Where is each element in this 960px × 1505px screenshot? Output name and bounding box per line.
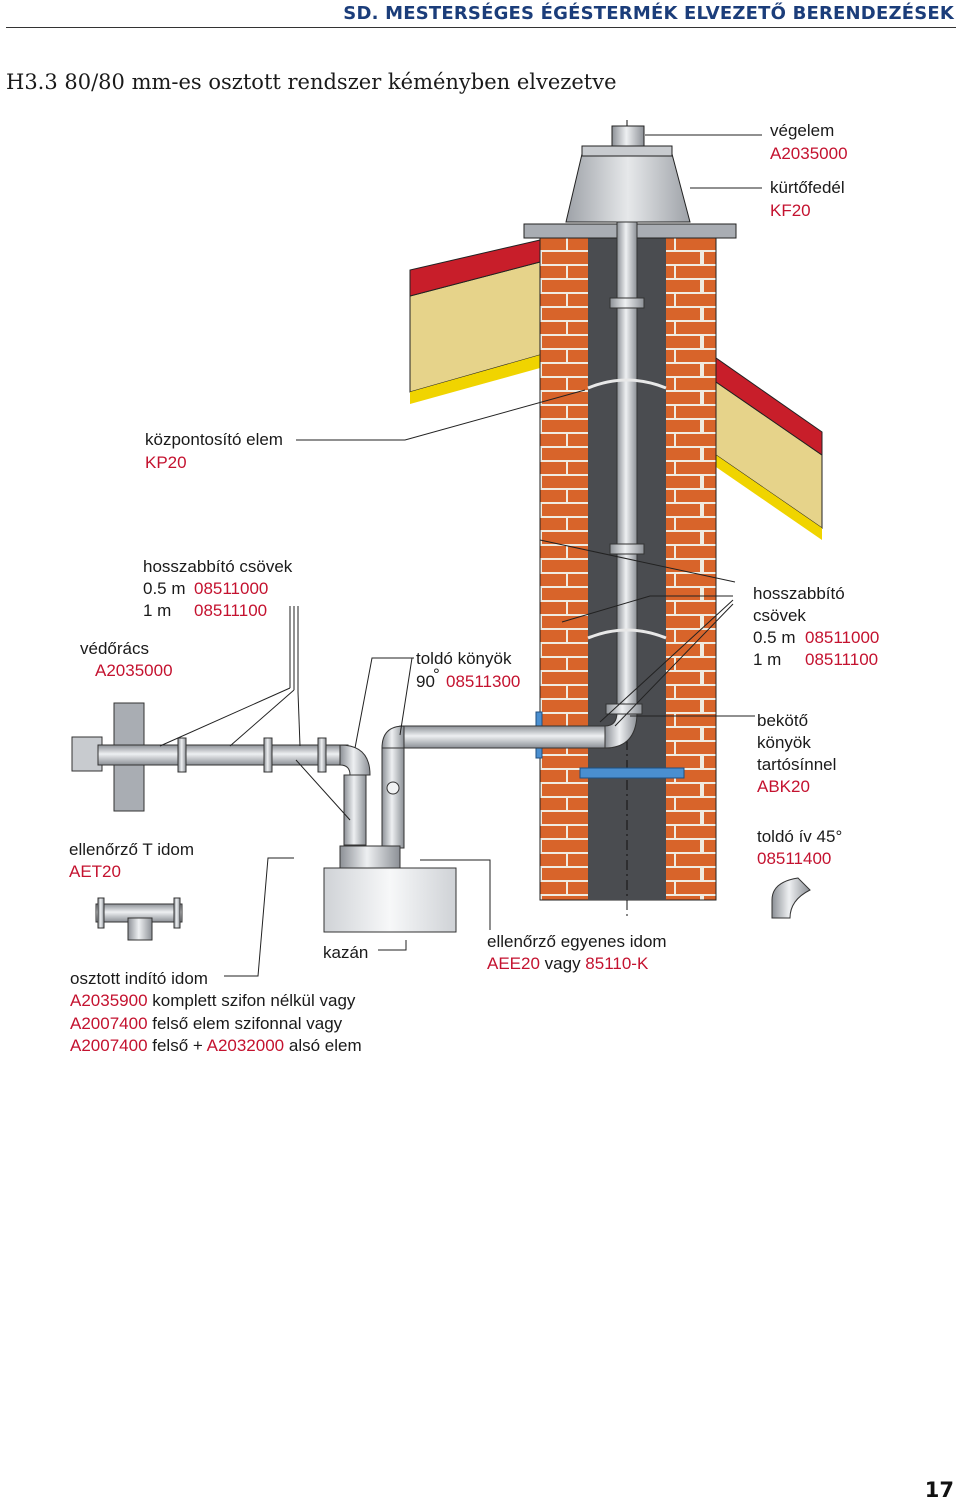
svg-text:KP20: KP20 <box>145 453 187 472</box>
connecting-elbow <box>399 703 643 749</box>
page-number: 17 <box>924 1478 954 1502</box>
svg-text:AEE20 vagy 85110-K: AEE20 vagy 85110-K <box>487 954 649 973</box>
t-piece-icon <box>95 897 183 941</box>
svg-text:tartósínnel: tartósínnel <box>757 755 836 774</box>
flue-system-diagram: végelem A2035000 kürtőfedél KF20 központ… <box>69 120 879 1055</box>
svg-text:A2035000: A2035000 <box>95 661 173 680</box>
svg-text:KF20: KF20 <box>770 201 811 220</box>
svg-text:A2007400 felső elem szifonnal: A2007400 felső elem szifonnal vagy <box>70 1014 343 1033</box>
svg-text:°: ° <box>433 665 440 684</box>
svg-text:08511100: 08511100 <box>805 650 878 669</box>
label-ellenorzo-egyenes: ellenőrző egyenes idom AEE20 vagy 85110-… <box>487 932 667 973</box>
svg-text:ellenőrző T idom: ellenőrző T idom <box>69 840 194 859</box>
svg-text:AET20: AET20 <box>69 862 121 881</box>
roof-right <box>715 357 823 540</box>
svg-text:toldó ív 45°: toldó ív 45° <box>757 827 842 846</box>
svg-text:bekötő: bekötő <box>757 711 808 730</box>
svg-text:kazán: kazán <box>323 943 368 962</box>
label-kurtofedel: kürtőfedél KF20 <box>770 178 845 220</box>
riser-right <box>381 725 405 849</box>
svg-text:ellenőrző egyenes idom: ellenőrző egyenes idom <box>487 932 667 951</box>
horizontal-pipe-left <box>71 702 371 846</box>
svg-text:1 m: 1 m <box>143 601 171 620</box>
bend-45-icon <box>771 877 811 919</box>
label-toldo-iv: toldó ív 45° 08511400 <box>757 827 842 868</box>
label-hosszabbito-left: hosszabbító csövek 0.5 m 08511000 1 m 08… <box>143 557 293 620</box>
svg-text:1 m: 1 m <box>753 650 781 669</box>
svg-text:toldó könyök: toldó könyök <box>416 649 512 668</box>
label-kozpontosito: központosító elem KP20 <box>145 430 283 472</box>
header-rule <box>6 27 956 28</box>
svg-text:osztott indító idom: osztott indító idom <box>70 969 208 988</box>
svg-text:90: 90 <box>416 672 435 691</box>
leader-lines <box>159 134 762 977</box>
svg-text:08511000: 08511000 <box>194 579 268 598</box>
svg-text:0.5 m: 0.5 m <box>753 628 796 647</box>
section-title: H3.3 80/80 mm-es osztott rendszer kémény… <box>6 70 617 94</box>
svg-text:végelem: végelem <box>770 121 834 140</box>
svg-text:0.5 m: 0.5 m <box>143 579 186 598</box>
label-vegelem: végelem A2035000 <box>770 121 848 163</box>
svg-text:csövek: csövek <box>753 606 806 625</box>
svg-text:08511300: 08511300 <box>446 672 520 691</box>
svg-text:védőrács: védőrács <box>80 639 149 658</box>
header-title: SD. MESTERSÉGES ÉGÉSTERMÉK ELVEZETŐ BERE… <box>343 3 954 24</box>
page-header: SD. MESTERSÉGES ÉGÉSTERMÉK ELVEZETŐ BERE… <box>0 0 960 30</box>
label-hosszabbito-right: hosszabbító csövek 0.5 m 08511000 1 m 08… <box>753 584 879 669</box>
roof-left <box>409 239 541 404</box>
svg-text:könyök: könyök <box>757 733 811 752</box>
label-bekoto: bekötő könyök tartósínnel ABK20 <box>757 711 836 796</box>
label-ellenorzo-t: ellenőrző T idom AET20 <box>69 840 194 881</box>
svg-text:08511400: 08511400 <box>757 849 831 868</box>
svg-text:hosszabbító csövek: hosszabbító csövek <box>143 557 293 576</box>
chimney-cowl <box>565 125 691 223</box>
svg-text:A2035900 komplett szifon nélkü: A2035900 komplett szifon nélkül vagy <box>70 991 356 1010</box>
svg-text:08511100: 08511100 <box>194 601 267 620</box>
svg-text:hosszabbító: hosszabbító <box>753 584 845 603</box>
svg-text:08511000: 08511000 <box>805 628 879 647</box>
svg-text:ABK20: ABK20 <box>757 777 810 796</box>
svg-text:kürtőfedél: kürtőfedél <box>770 178 845 197</box>
svg-text:A2035000: A2035000 <box>770 144 848 163</box>
label-vedoracs: védőrács A2035000 <box>80 639 173 680</box>
svg-text:központosító elem: központosító elem <box>145 430 283 449</box>
label-kazan: kazán <box>323 943 368 962</box>
label-osztott: osztott indító idom A2035900 komplett sz… <box>70 969 362 1055</box>
svg-text:A2007400 felső + A2032000 alsó: A2007400 felső + A2032000 alsó elem <box>70 1036 362 1055</box>
label-toldo-konyok: toldó könyök 90 ° 08511300 <box>416 649 520 691</box>
boiler <box>323 845 457 933</box>
